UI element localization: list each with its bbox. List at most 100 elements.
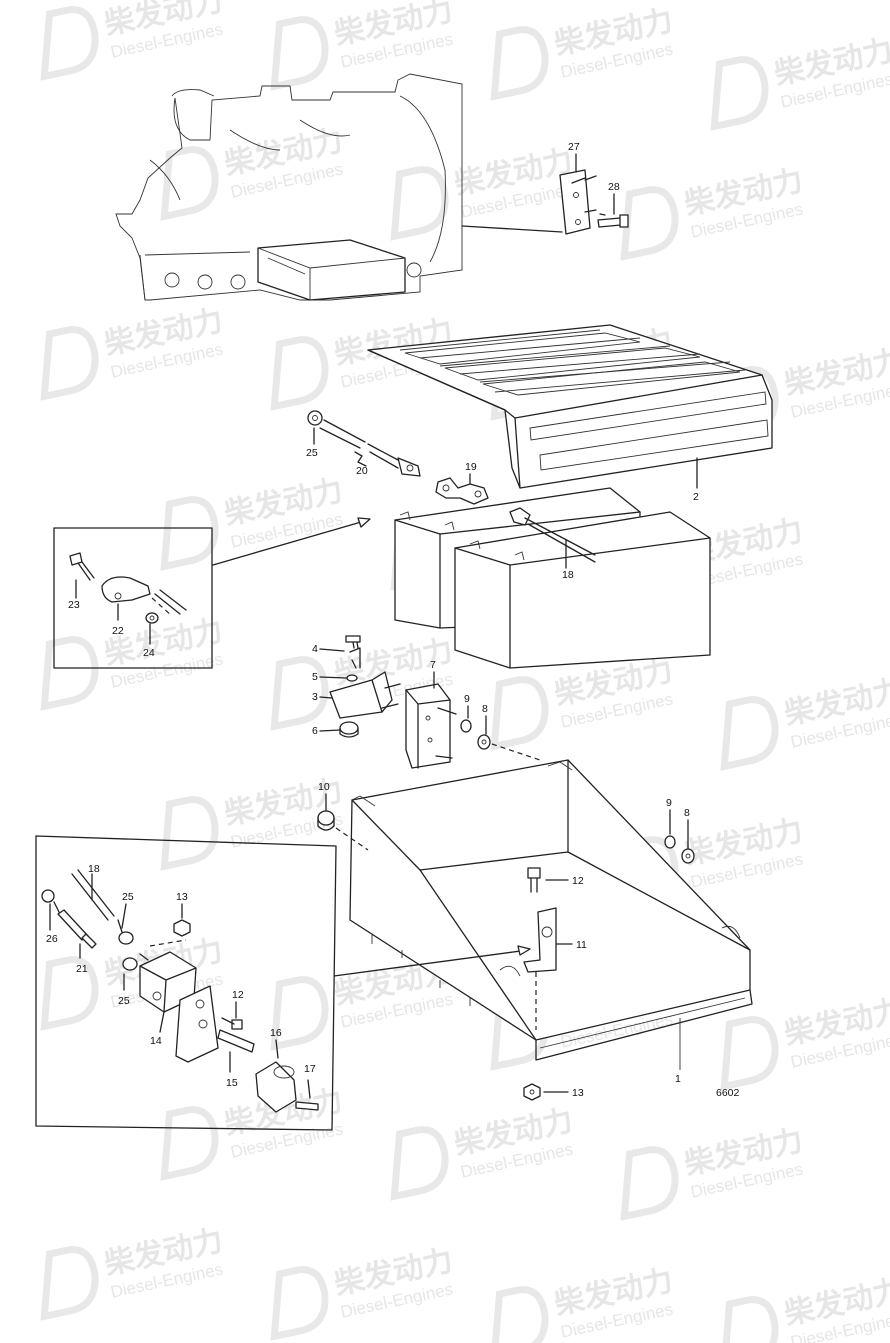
watermark-logo-icon (40, 636, 99, 711)
watermark-logo-icon (390, 166, 449, 241)
callout-19: 19 (465, 461, 477, 473)
battery-cover-2 (367, 324, 773, 489)
callout-1: 1 (675, 1073, 681, 1085)
callout-2: 2 (693, 491, 699, 503)
watermark-logo-icon (40, 6, 99, 81)
cable-20 (307, 410, 421, 477)
watermark-logo-icon (720, 696, 779, 771)
drawing-number: 6602 (716, 1087, 740, 1099)
washers-9-8-right (664, 835, 695, 864)
nut-13-tray (523, 1083, 569, 1101)
callout-9-top: 9 (464, 693, 470, 705)
spacer-10 (317, 810, 369, 851)
callout-16: 16 (270, 1027, 282, 1039)
bolt-28 (597, 213, 629, 228)
bracket-7 (405, 683, 541, 769)
callout-21: 21 (76, 963, 88, 975)
callout-3: 3 (312, 691, 318, 703)
watermark-logo-icon (40, 956, 99, 1031)
callout-28: 28 (608, 181, 620, 193)
cable-18-top (509, 507, 596, 569)
callout-8-top: 8 (482, 703, 488, 715)
callout-27: 27 (568, 141, 580, 153)
watermark-logo-icon (620, 1146, 679, 1221)
callout-17: 17 (304, 1063, 316, 1075)
callout-25-inset-bottom: 25 (118, 995, 130, 1007)
watermark-logo-icon (270, 16, 329, 91)
watermark-logo-icon (270, 336, 329, 411)
watermark-logo-icon (270, 976, 329, 1051)
watermark-logo-icon (620, 186, 679, 261)
callout-7: 7 (430, 659, 436, 671)
engine-outline (115, 73, 463, 301)
callout-13-inset: 13 (176, 891, 188, 903)
callout-8-right: 8 (684, 807, 690, 819)
watermark-logo-icon (710, 56, 769, 131)
callout-25-top: 25 (306, 447, 318, 459)
watermark-logo-icon (720, 1016, 779, 1091)
watermark-logo-icon (270, 1266, 329, 1341)
callout-13-tray: 13 (572, 1087, 584, 1099)
bracket-11 (523, 907, 573, 973)
callout-18-inset: 18 (88, 863, 100, 875)
battery-right (454, 511, 711, 669)
watermark-logo-icon (160, 496, 219, 571)
watermark-logo-icon (40, 326, 99, 401)
callout-12-inset: 12 (232, 989, 244, 1001)
callout-4: 4 (312, 643, 318, 655)
callout-9-right: 9 (666, 797, 672, 809)
callout-25-inset-top: 25 (122, 891, 134, 903)
watermark-logo-icon (160, 796, 219, 871)
watermark-logo-icon (490, 1286, 549, 1343)
callout-18-top: 18 (562, 569, 574, 581)
inset-relay-assembly (35, 835, 531, 1131)
watermark-logo-icon (490, 676, 549, 751)
callout-26: 26 (46, 933, 58, 945)
callout-10: 10 (318, 781, 330, 793)
bracket-3-parts (329, 635, 401, 738)
callout-5: 5 (312, 671, 318, 683)
watermark-logo-icon (270, 656, 329, 731)
bolt-12-tray (527, 867, 569, 893)
battery-tray-1 (349, 759, 753, 1070)
callout-6: 6 (312, 725, 318, 737)
watermark-logo-icon (40, 1246, 99, 1321)
arrowhead-top (357, 517, 371, 528)
callout-12-tray: 12 (572, 875, 584, 887)
watermark-logo-icon (490, 26, 549, 101)
callout-15: 15 (226, 1077, 238, 1089)
connector-19 (435, 477, 489, 505)
callout-20: 20 (356, 465, 368, 477)
callout-22: 22 (112, 625, 124, 637)
watermark-logo-icon (160, 1106, 219, 1181)
detail-arrow-top (212, 519, 369, 566)
inset-terminal-clamp (53, 527, 213, 669)
watermark-logo-icon (720, 1296, 779, 1343)
watermark-logo-icon (390, 1126, 449, 1201)
callout-24: 24 (143, 647, 155, 659)
watermark-logo-icon (160, 146, 219, 221)
bracket-27 (461, 169, 597, 235)
callout-11: 11 (576, 939, 587, 951)
